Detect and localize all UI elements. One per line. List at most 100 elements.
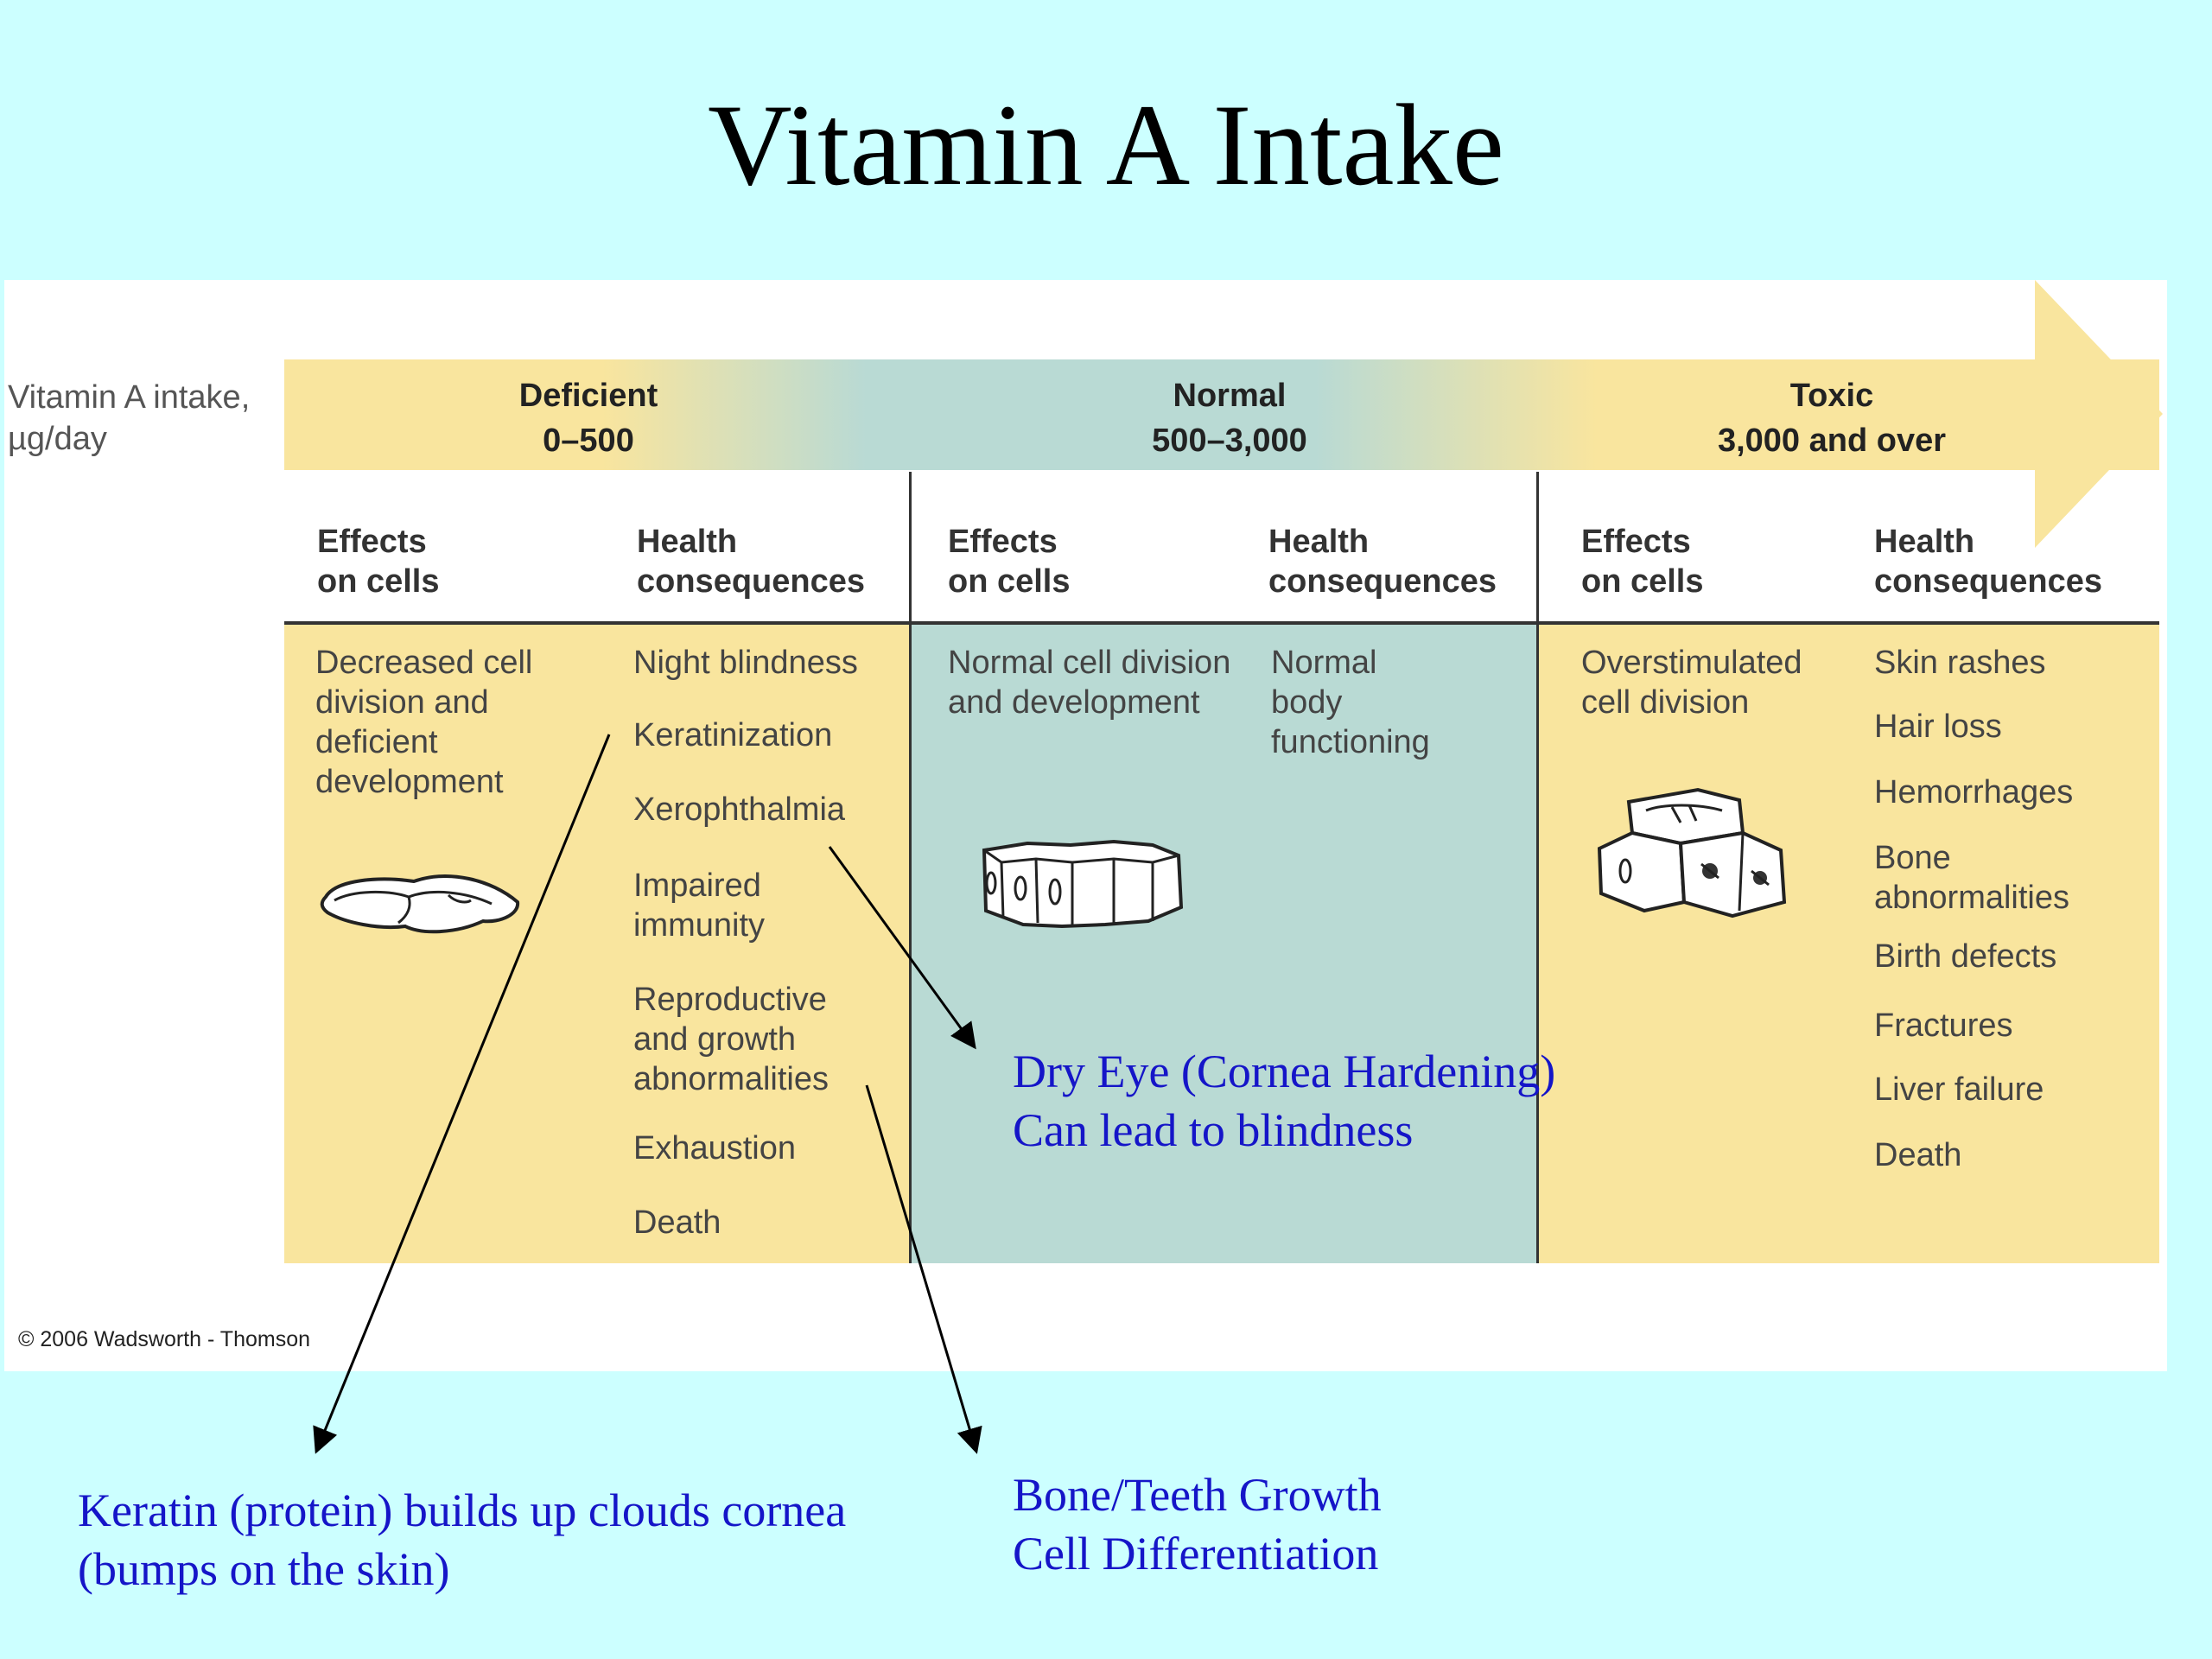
column-divider bbox=[1536, 472, 1539, 1263]
text-line: cell division bbox=[1581, 684, 1750, 721]
text-line: Xerophthalmia bbox=[633, 791, 846, 828]
text-line: and development bbox=[948, 684, 1200, 721]
range-toxic-label: Toxic 3,000 and over bbox=[1616, 373, 2048, 463]
toxic-consequence-item: Bone abnormalities bbox=[1874, 838, 2069, 918]
annotation-line: (bumps on the skin) bbox=[78, 1543, 450, 1595]
deficient-consequence-item: Reproductive and growth abnormalities bbox=[633, 980, 829, 1099]
copyright-notice: © 2006 Wadsworth - Thomson bbox=[18, 1327, 311, 1351]
text-line: Reproductive bbox=[633, 982, 827, 1018]
header-line: on cells bbox=[1581, 563, 1704, 600]
toxic-consequence-item: Liver failure bbox=[1874, 1070, 2044, 1109]
text-line: body bbox=[1271, 684, 1343, 721]
header-line: Effects bbox=[948, 524, 1058, 560]
intake-axis-label: Vitamin A intake, µg/day bbox=[8, 377, 250, 460]
header-effects-on-cells: Effects on cells bbox=[948, 522, 1071, 601]
intake-label-line: µg/day bbox=[8, 421, 107, 457]
text-line: Skin rashes bbox=[1874, 645, 2046, 681]
header-line: on cells bbox=[948, 563, 1071, 600]
toxic-consequence-item: Death bbox=[1874, 1135, 1961, 1175]
text-line: and growth bbox=[633, 1021, 797, 1058]
header-effects-on-cells: Effects on cells bbox=[317, 522, 440, 601]
text-line: immunity bbox=[633, 907, 766, 944]
text-line: Death bbox=[1874, 1137, 1962, 1173]
annotation-line: Dry Eye (Cornea Hardening) bbox=[1013, 1046, 1556, 1097]
range-name: Normal bbox=[1173, 378, 1287, 414]
text-line: Death bbox=[633, 1205, 721, 1241]
deficient-consequence-item: Xerophthalmia bbox=[633, 790, 845, 830]
annotation-line: Bone/Teeth Growth bbox=[1013, 1469, 1382, 1521]
toxic-panel bbox=[1539, 625, 2159, 1263]
text-line: Keratinization bbox=[633, 717, 833, 753]
text-line: abnormalities bbox=[1874, 880, 2069, 916]
header-line: Health bbox=[1874, 524, 1975, 560]
range-name: Deficient bbox=[518, 378, 658, 414]
text-line: development bbox=[315, 764, 504, 800]
header-health-consequences: Health consequences bbox=[637, 522, 865, 601]
range-value: 3,000 and over bbox=[1717, 423, 1947, 459]
text-line: deficient bbox=[315, 724, 438, 760]
deficient-consequence-item: Keratinization bbox=[633, 715, 832, 755]
range-normal-label: Normal 500–3,000 bbox=[1014, 373, 1446, 463]
normal-effects-text: Normal cell division and development bbox=[948, 643, 1230, 722]
deficient-consequence-item: Death bbox=[633, 1203, 721, 1243]
intake-label-line: Vitamin A intake, bbox=[8, 379, 251, 416]
header-divider bbox=[284, 621, 2159, 625]
annotation-line: Cell Differentiation bbox=[1013, 1528, 1379, 1580]
deficient-consequence-item: Impaired immunity bbox=[633, 866, 765, 945]
header-line: Health bbox=[1268, 524, 1370, 560]
header-line: consequences bbox=[637, 563, 865, 600]
intake-range-band bbox=[284, 359, 2159, 470]
vitamin-a-figure: Vitamin A intake, µg/day Deficient 0–500… bbox=[4, 280, 2167, 1371]
header-line: Effects bbox=[1581, 524, 1691, 560]
toxic-consequence-item: Skin rashes bbox=[1874, 643, 2046, 683]
text-line: Overstimulated bbox=[1581, 645, 1802, 681]
keratin-annotation: Keratin (protein) builds up clouds corne… bbox=[78, 1481, 846, 1599]
text-line: Hair loss bbox=[1874, 709, 2002, 745]
text-line: Bone bbox=[1874, 840, 1951, 876]
text-line: functioning bbox=[1271, 724, 1430, 760]
header-line: on cells bbox=[317, 563, 440, 600]
text-line: Impaired bbox=[633, 868, 761, 904]
normal-cells-icon bbox=[982, 839, 1184, 929]
annotation-line: Keratin (protein) builds up clouds corne… bbox=[78, 1484, 847, 1536]
deficient-effects-text: Decreased cell division and deficient de… bbox=[315, 643, 532, 802]
toxic-effects-text: Overstimulated cell division bbox=[1581, 643, 1802, 722]
text-line: Normal cell division bbox=[948, 645, 1231, 681]
overstimulated-cells-icon bbox=[1597, 787, 1787, 918]
text-line: Night blindness bbox=[633, 645, 858, 681]
range-name: Toxic bbox=[1789, 378, 1874, 414]
intake-arrowhead-icon bbox=[2035, 280, 2163, 548]
dry-eye-annotation: Dry Eye (Cornea Hardening) Can lead to b… bbox=[1013, 1042, 1555, 1160]
range-value: 0–500 bbox=[543, 423, 634, 459]
toxic-consequence-item: Hair loss bbox=[1874, 707, 2002, 747]
range-deficient-label: Deficient 0–500 bbox=[372, 373, 804, 463]
header-line: Effects bbox=[317, 524, 427, 560]
annotation-line: Can lead to blindness bbox=[1013, 1104, 1414, 1156]
range-value: 500–3,000 bbox=[1152, 423, 1307, 459]
text-line: Hemorrhages bbox=[1874, 774, 2074, 810]
header-health-consequences: Health consequences bbox=[1268, 522, 1497, 601]
normal-consequence-text: Normal body functioning bbox=[1271, 643, 1430, 762]
text-line: Exhaustion bbox=[633, 1130, 797, 1166]
flattened-cells-icon bbox=[320, 874, 520, 934]
header-line: consequences bbox=[1268, 563, 1497, 600]
toxic-consequence-item: Hemorrhages bbox=[1874, 772, 2073, 812]
text-line: Normal bbox=[1271, 645, 1377, 681]
text-line: Birth defects bbox=[1874, 938, 2057, 975]
toxic-consequence-item: Birth defects bbox=[1874, 937, 2056, 976]
text-line: Decreased cell bbox=[315, 645, 533, 681]
toxic-consequence-item: Fractures bbox=[1874, 1006, 2012, 1046]
text-line: Liver failure bbox=[1874, 1071, 2044, 1108]
header-effects-on-cells: Effects on cells bbox=[1581, 522, 1704, 601]
deficient-consequence-item: Exhaustion bbox=[633, 1128, 796, 1168]
header-health-consequences: Health consequences bbox=[1874, 522, 2102, 601]
text-line: abnormalities bbox=[633, 1061, 829, 1097]
header-line: Health bbox=[637, 524, 738, 560]
deficient-consequence-item: Night blindness bbox=[633, 643, 858, 683]
column-divider bbox=[909, 472, 912, 1263]
slide-title: Vitamin A Intake bbox=[708, 81, 1504, 210]
bone-growth-annotation: Bone/Teeth Growth Cell Differentiation bbox=[1013, 1465, 1382, 1583]
text-line: Fractures bbox=[1874, 1007, 2013, 1044]
text-line: division and bbox=[315, 684, 489, 721]
header-line: consequences bbox=[1874, 563, 2102, 600]
